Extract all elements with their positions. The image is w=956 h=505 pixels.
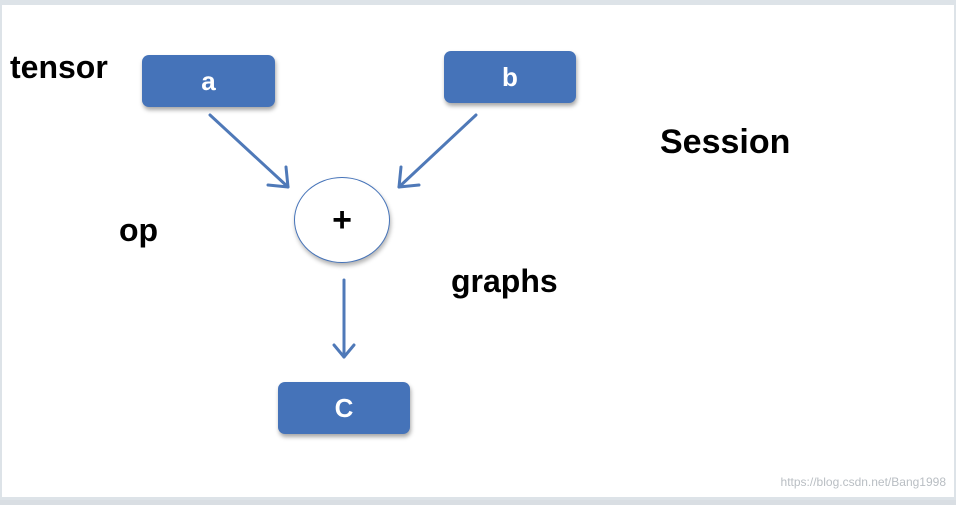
op-add-node: + [294, 177, 390, 263]
node-b-label: b [502, 61, 518, 92]
arrow-op-to-c [332, 278, 356, 359]
label-graphs: graphs [451, 263, 558, 299]
watermark: https://blog.csdn.net/Bang1998 [780, 475, 946, 489]
arrow-b-to-op [397, 113, 478, 189]
diagram-edges [208, 113, 478, 359]
op-add-symbol: + [332, 200, 352, 239]
label-session: Session [660, 123, 791, 161]
node-c: C [278, 382, 410, 434]
label-tensor: tensor [10, 49, 108, 85]
node-a: a [142, 55, 275, 107]
node-b: b [444, 51, 576, 103]
arrow-a-to-op [208, 113, 290, 189]
label-op: op [119, 212, 159, 248]
node-c-label: C [334, 392, 354, 423]
node-a-label: a [201, 65, 216, 96]
